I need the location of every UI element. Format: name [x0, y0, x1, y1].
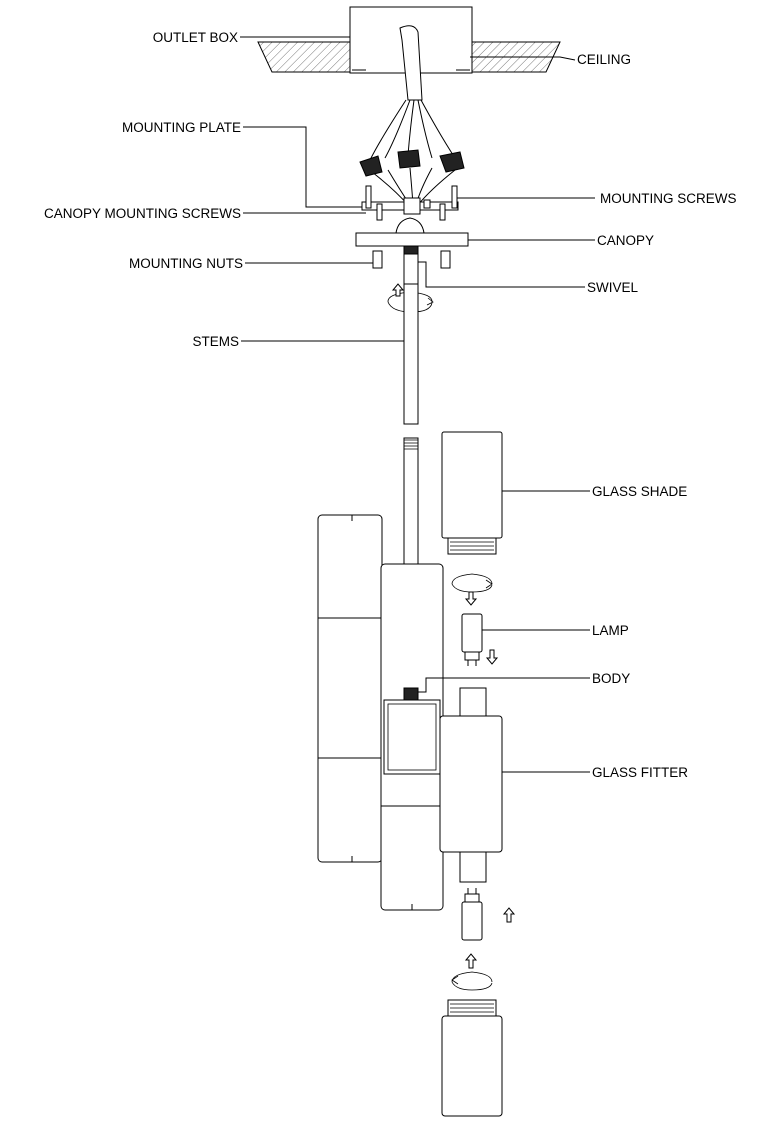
label-mounting-nuts: MOUNTING NUTS [129, 256, 243, 271]
rotate-arrow-icon [451, 573, 493, 593]
rotate-arrow-icon [451, 971, 493, 991]
wire-nut-icons [359, 149, 465, 177]
label-outlet-box: OUTLET BOX [153, 30, 238, 45]
leader-lines [240, 36, 595, 773]
label-canopy-mounting-screws: CANOPY MOUNTING SCREWS [44, 206, 241, 221]
mounting-screw-icons [365, 185, 458, 221]
label-swivel: SWIVEL [587, 280, 639, 295]
mounting-plate [361, 197, 459, 215]
label-body: BODY [592, 671, 630, 686]
label-glass-shade: GLASS SHADE [592, 484, 687, 499]
side-panel-left [317, 514, 383, 863]
label-canopy: CANOPY [597, 233, 654, 248]
glass-shade [441, 431, 503, 555]
label-mounting-plate: MOUNTING PLATE [122, 120, 241, 135]
mounting-nut-icons [372, 250, 451, 269]
canopy [355, 217, 469, 255]
label-ceiling: CEILING [577, 52, 631, 67]
rotate-arrow-icon [391, 283, 405, 297]
lamp-lower [461, 888, 483, 941]
label-lamp: LAMP [592, 623, 629, 638]
lamp [461, 613, 483, 666]
label-glass-fitter: GLASS FITTER [592, 765, 688, 780]
label-stems: STEMS [192, 334, 239, 349]
down-arrow-icon [485, 649, 499, 665]
up-arrow-icon [464, 907, 516, 969]
body [383, 687, 441, 775]
label-mounting-screws: MOUNTING SCREWS [600, 191, 737, 206]
glass-fitter [439, 687, 503, 883]
down-arrow-icon [464, 591, 478, 606]
glass-shade-lower [441, 999, 503, 1117]
